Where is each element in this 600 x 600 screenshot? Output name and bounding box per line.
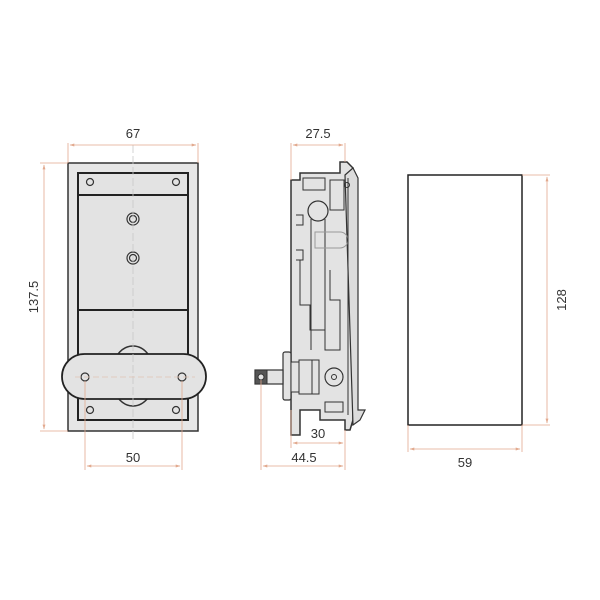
cutout-height-label: 128 <box>554 289 569 311</box>
hole-spacing-label: 50 <box>126 450 140 465</box>
screw-hole-icon <box>171 405 181 415</box>
front-view <box>61 145 207 440</box>
side-top-depth-label: 27.5 <box>305 126 330 141</box>
side-total-depth-label: 44.5 <box>291 450 316 465</box>
screw-hole-icon <box>171 177 181 187</box>
side-dimensions: 27.5 30 44.5 <box>260 126 346 470</box>
front-width-label: 67 <box>126 126 140 141</box>
handle <box>61 353 207 400</box>
side-shaft-icon <box>307 200 329 222</box>
panel-cutout <box>407 174 523 426</box>
cutout-width-label: 59 <box>458 455 472 470</box>
side-body-depth-label: 30 <box>311 426 325 441</box>
front-height-label: 137.5 <box>26 281 41 314</box>
screw-hole-icon <box>85 405 95 415</box>
side-view <box>254 161 366 436</box>
front-dimensions: 67 137.5 50 <box>26 126 199 470</box>
screw-hole-icon <box>85 177 95 187</box>
cutout-view <box>407 174 523 426</box>
cutout-dimensions: 128 59 <box>407 174 569 470</box>
